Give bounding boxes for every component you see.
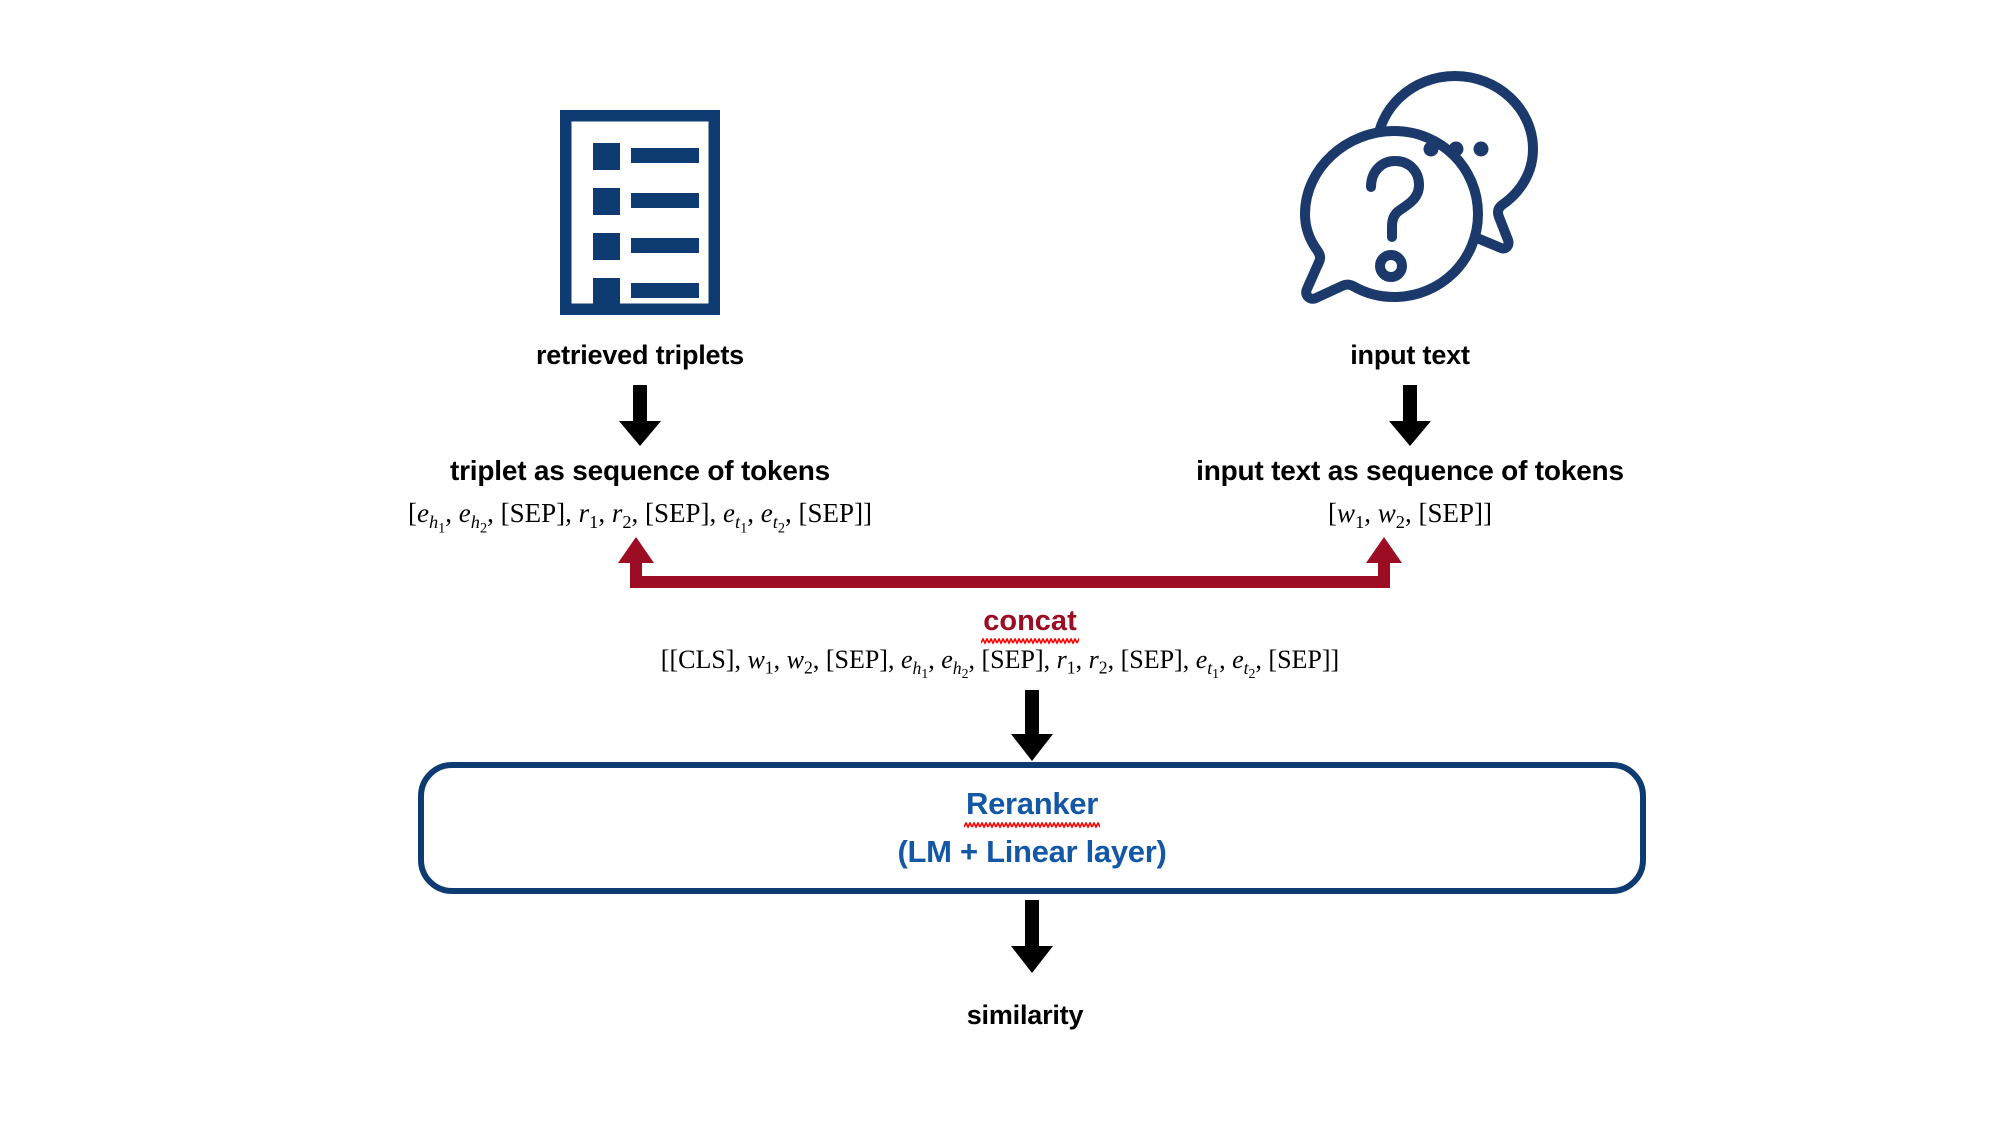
document-list-icon	[554, 104, 726, 321]
label-input-text-as-sequence: input text as sequence of tokens	[1196, 455, 1624, 486]
arrow-concat-to-reranker	[1008, 690, 1056, 767]
speech-bubbles-question-icon	[1295, 62, 1545, 312]
token-sequence-input-text: [w1, w2, [SEP]]	[1328, 498, 1492, 532]
label-concat-text: concat	[983, 605, 1077, 637]
reranker-box[interactable]: Reranker (LM + Linear layer)	[418, 762, 1646, 894]
token-sequence-triplet: [eh1, eh2, [SEP], r1, r2, [SEP], et1, et…	[407, 498, 873, 537]
token-sequence-concat: [[CLS], w1, w2, [SEP], eh1, eh2, [SEP], …	[660, 645, 1340, 681]
spellcheck-squiggle-icon	[963, 822, 1100, 829]
label-similarity: similarity	[966, 1000, 1084, 1030]
label-triplet-as-sequence: triplet as sequence of tokens	[449, 455, 831, 486]
label-concat: concat	[930, 605, 1130, 645]
label-retrieved-triplets: retrieved triplets	[536, 340, 744, 370]
arrow-triplets-to-sequence	[616, 385, 664, 452]
concat-bracket-connector	[600, 535, 1420, 595]
reranker-title: Reranker	[963, 786, 1100, 829]
spellcheck-squiggle-icon	[981, 638, 1079, 645]
reranker-title-text: Reranker	[965, 786, 1098, 821]
arrow-input-text-to-sequence	[1386, 385, 1434, 452]
label-input-text: input text	[1350, 340, 1470, 370]
arrow-reranker-to-similarity	[1008, 900, 1056, 979]
reranker-subtitle: (LM + Linear layer)	[897, 834, 1167, 869]
